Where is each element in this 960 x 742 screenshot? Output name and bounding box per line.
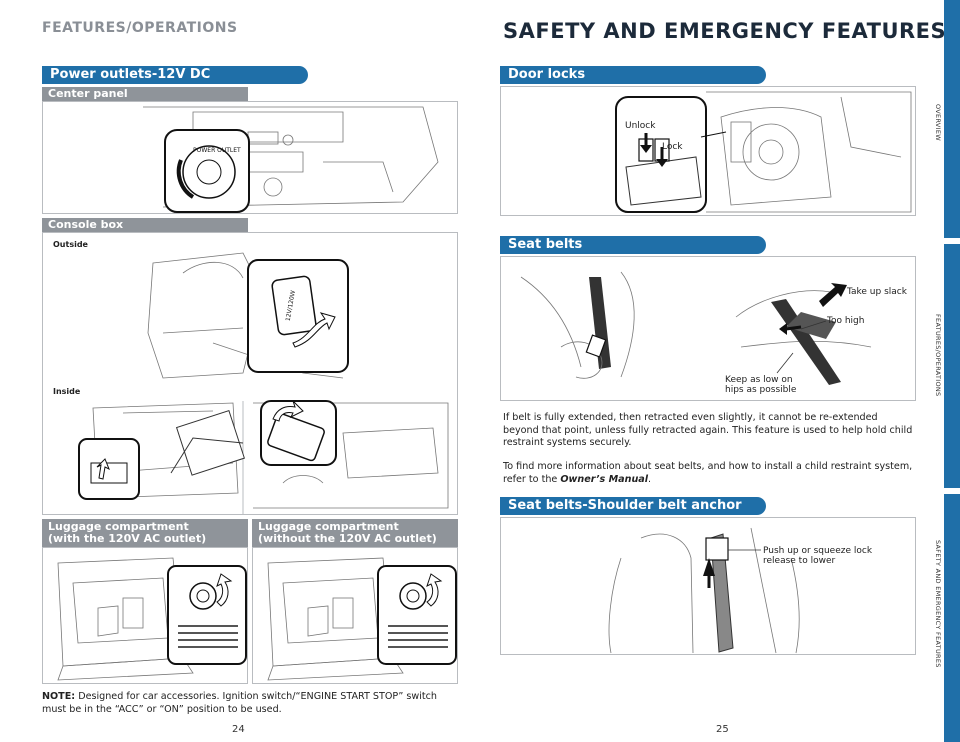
left-page-number: 24 — [232, 724, 245, 735]
note-paragraph: NOTE: Designed for car accessories. Igni… — [42, 691, 462, 716]
console-box-illustration: Outside Inside 12V/120W — [42, 232, 458, 515]
right-page-number: 25 — [716, 724, 729, 735]
note-label: NOTE: — [42, 691, 76, 702]
left-page-header: FEATURES/OPERATIONS — [42, 20, 238, 36]
side-tab-safety-bar — [944, 494, 960, 742]
shoulder-anchor-illustration: Push up or squeeze lock release to lower — [500, 517, 916, 655]
owners-manual-ref: Owner’s Manual — [560, 473, 649, 485]
side-tab-features-bar — [944, 244, 960, 488]
unlock-label: Unlock — [625, 121, 656, 131]
shoulder-anchor-title: Seat belts-Shoulder belt anchor — [500, 497, 766, 515]
side-tab-overview-bar — [944, 0, 960, 238]
seat-belts-paragraph-1: If belt is fully extended, then retracte… — [503, 412, 913, 448]
seat-belts-title: Seat belts — [500, 236, 766, 254]
svg-text:POWER OUTLET: POWER OUTLET — [193, 147, 241, 154]
lock-label: Lock — [662, 142, 683, 152]
console-box-subtitle: Console box — [42, 218, 248, 232]
para2-suffix: . — [648, 473, 652, 485]
center-panel-illustration: POWER OUTLET — [42, 101, 458, 214]
luggage-with-ac-subtitle: Luggage compartment (with the 120V AC ou… — [42, 519, 248, 547]
side-tab-safety-label: SAFETY AND EMERGENCY FEATURES — [934, 540, 942, 668]
seat-belts-paragraph-2: To find more information about seat belt… — [503, 461, 913, 486]
right-page-header: SAFETY AND EMERGENCY FEATURES — [503, 19, 947, 43]
door-locks-title: Door locks — [500, 66, 766, 84]
para2-prefix: To find more information about seat belt… — [503, 461, 913, 485]
outside-label: Outside — [53, 240, 88, 249]
note-text: Designed for car accessories. Ignition s… — [42, 691, 438, 715]
seat-belts-illustration: Take up slack Too high Keep as low on hi… — [500, 256, 916, 401]
push-up-release-label: Push up or squeeze lock release to lower — [763, 546, 873, 566]
center-panel-subtitle: Center panel — [42, 87, 248, 101]
luggage-without-ac-illustration — [252, 547, 458, 684]
keep-low-label: Keep as low on hips as possible — [725, 375, 797, 395]
power-outlets-title: Power outlets-12V DC — [42, 66, 308, 84]
inside-label: Inside — [53, 387, 81, 396]
too-high-label: Too high — [827, 316, 865, 326]
side-tab-features-label: FEATURES/OPERATIONS — [934, 314, 942, 397]
luggage-without-ac-subtitle: Luggage compartment (without the 120V AC… — [252, 519, 458, 547]
luggage-with-ac-illustration — [42, 547, 248, 684]
door-locks-illustration: Unlock Lock — [500, 86, 916, 216]
take-up-slack-label: Take up slack — [847, 287, 907, 297]
side-tab-overview-label: OVERVIEW — [934, 104, 942, 142]
